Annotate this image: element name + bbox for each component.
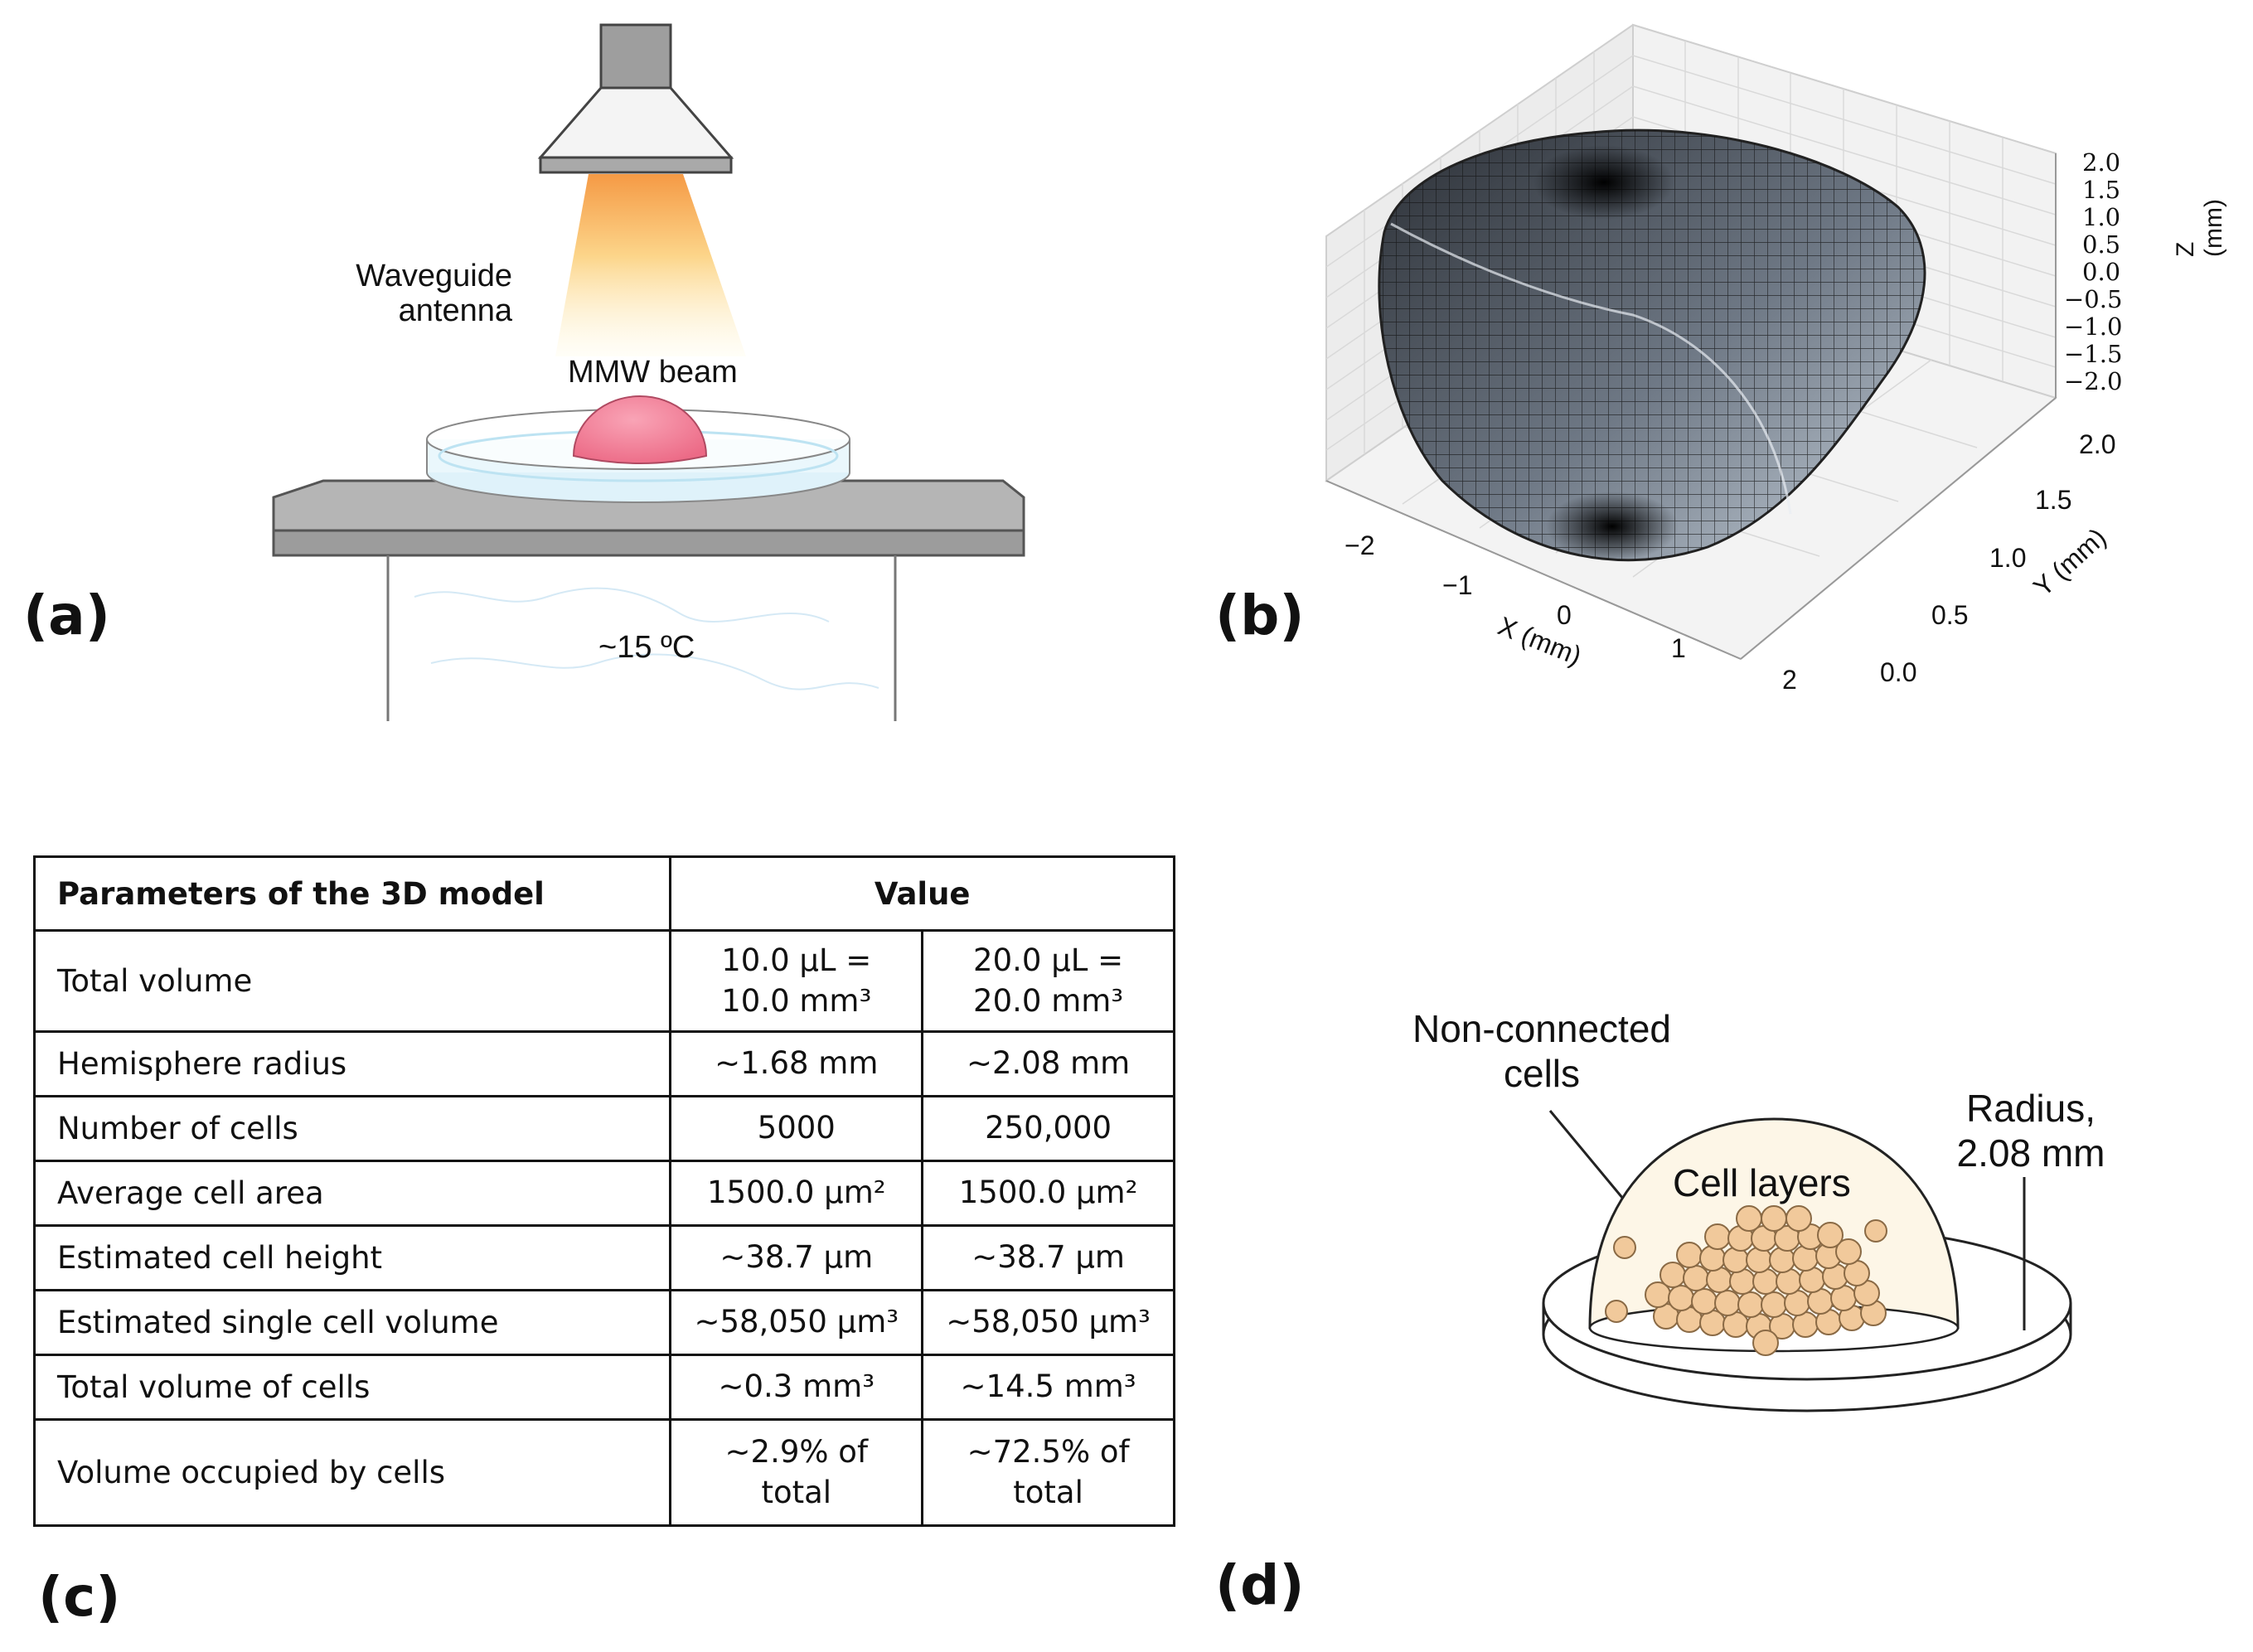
panel-d: Non-connected cells Cell layers Radius, … [1409, 995, 2205, 1459]
panel-c: Parameters of the 3D model Value Total v… [32, 855, 1175, 1527]
table-header-value: Value [669, 855, 1175, 932]
panel-label-d: (d) [1215, 1553, 1305, 1617]
y-tick: 2.0 [2079, 429, 2116, 459]
waveguide-antenna [537, 23, 734, 174]
table-row: Total volume 10.0 µL = 10.0 mm³ 20.0 µL … [32, 929, 1175, 1033]
cell-layers-label: Cell layers [1673, 1161, 1851, 1204]
x-tick: 1 [1671, 633, 1686, 663]
radius-label: Radius, 2.08 mm [1956, 1087, 2105, 1175]
y-tick: 0.5 [1931, 600, 1969, 630]
panel-label-b: (b) [1215, 584, 1305, 647]
y-tick: 1.5 [2035, 485, 2072, 515]
table-header-row: Parameters of the 3D model Value [32, 855, 1175, 932]
y-tick: 1.0 [1989, 543, 2027, 573]
panel-label-c: (c) [38, 1565, 121, 1629]
temperature-label: ~15 ºC [598, 630, 695, 665]
table-row: Total volume of cells ~0.3 mm³ ~14.5 mm³ [32, 1354, 1175, 1421]
x-tick: −2 [1345, 530, 1375, 560]
z-axis-label: Z (mm) [2172, 199, 2227, 257]
mmw-setup-diagram [272, 23, 1025, 721]
table-row: Hemisphere radius ~1.68 mm ~2.08 mm [32, 1030, 1175, 1097]
cell-cluster [1645, 1205, 1887, 1356]
noncon-label: Non-connected cells [1412, 1007, 1671, 1095]
noncon-pointer [1548, 1110, 1625, 1199]
x-tick: 0 [1557, 600, 1572, 630]
y-tick: 0.0 [1880, 657, 1917, 687]
beam-label: MMW beam [568, 355, 738, 390]
panel-label-a: (a) [23, 584, 110, 647]
table-row: Estimated single cell volume ~58,050 µm³… [32, 1289, 1175, 1356]
antenna-label: Waveguide antenna [356, 259, 512, 328]
z-ticks: 2.0 1.5 1.0 0.5 0.0 −0.5 −1.0 −1.5 −2.0 [2064, 148, 2123, 395]
tissue-hemisphere [572, 395, 708, 464]
table-row: Estimated cell height ~38.7 µm ~38.7 µm [32, 1224, 1175, 1291]
petri-dish [426, 395, 850, 503]
mmw-beam [555, 174, 746, 356]
parameters-table: Parameters of the 3D model Value Total v… [32, 855, 1175, 1527]
cell-layers-diagram [1542, 1110, 2072, 1412]
table-header-param: Parameters of the 3D model [32, 855, 672, 932]
panel-a: Waveguide antenna MMW beam ~15 ºC [249, 17, 1028, 729]
table-row: Volume occupied by cells ~2.9% of total … [32, 1418, 1175, 1527]
cooling-platform [272, 479, 1025, 721]
hemisphere-surface [1378, 128, 1926, 562]
x-tick: −1 [1442, 570, 1473, 600]
non-connected-cells [1605, 1219, 1887, 1323]
x-tick: 2 [1782, 665, 1797, 695]
panel-b: −2 −1 0 1 2 X (mm) 0.0 0.5 1.0 1.5 2.0 Y… [1277, 17, 2246, 713]
hemisphere-3d-plot [1324, 23, 2058, 661]
table-row: Average cell area 1500.0 µm² 1500.0 µm² [32, 1160, 1175, 1227]
table-row: Number of cells 5000 250,000 [32, 1095, 1175, 1162]
